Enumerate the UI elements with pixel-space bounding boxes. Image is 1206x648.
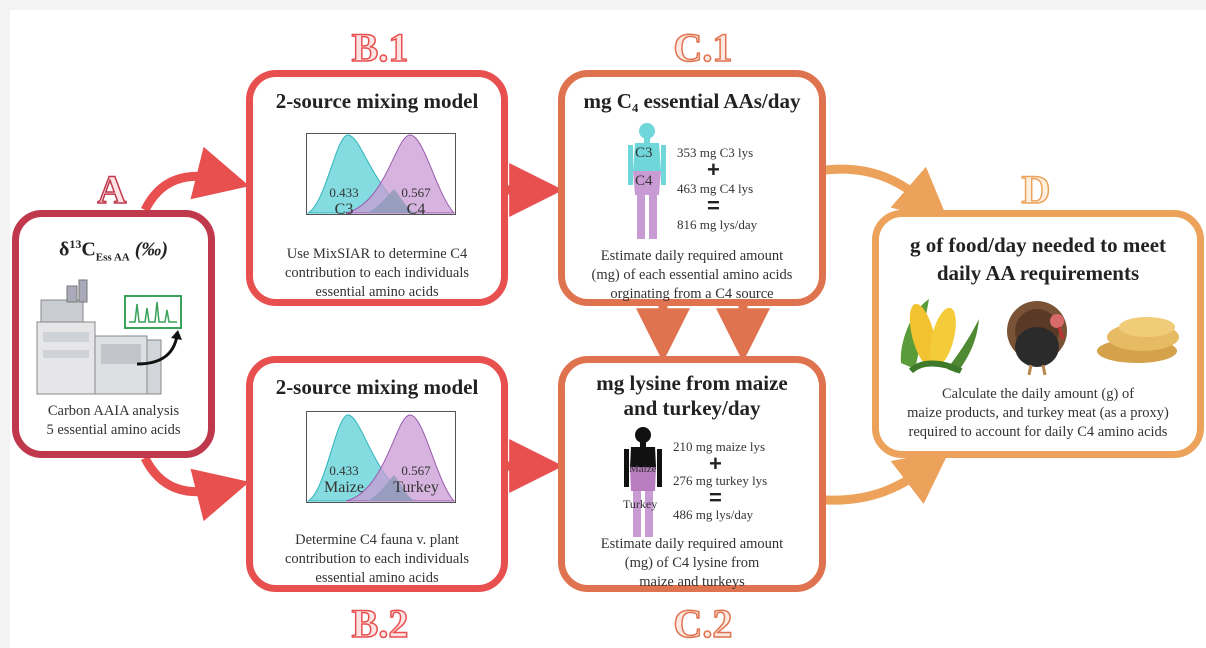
flow-diagram: A B.1 B.2 C.1 C.2 D δ13CEss AA (‰) Carbo… [10, 10, 1206, 648]
panel-c1-text: Estimate daily required amount (mg) of e… [591, 248, 793, 302]
c1-body-label-top: C3 [635, 145, 653, 161]
c2-eq1: 210 mg maize lys [673, 439, 766, 454]
panel-c1-title: mg C₄ essential AAs/day [583, 89, 801, 113]
maize-products-icon [1097, 317, 1179, 363]
food-illustrations [900, 299, 1179, 376]
panel-a: δ13CEss AA (‰) Carbon AAIA analysis 5 es… [12, 210, 215, 458]
arrow-c2-d [824, 449, 951, 505]
label-c1: C.1 [673, 24, 733, 71]
panel-d: g of food/day needed to meet daily AA re… [872, 210, 1204, 458]
label-b1: B.1 [351, 24, 409, 71]
b2-left-label: Maize [324, 479, 364, 496]
mixing-density-plot-maize-turkey [306, 411, 456, 503]
mixing-density-plot-c3-c4 [306, 133, 456, 215]
c2-equals: = [709, 485, 722, 510]
panel-a-text: Carbon AAIA analysis 5 essential amino a… [46, 403, 181, 438]
c1-plus: + [707, 157, 720, 182]
arrow-a-b2 [140, 455, 250, 522]
flow-arrows [140, 146, 951, 522]
panel-c2-text: Estimate daily required amount (mg) of C… [600, 536, 784, 590]
panel-a-title: δ13CEss AA (‰) [58, 237, 169, 264]
c1-eq2: 463 mg C4 lys [677, 181, 754, 196]
b1-right-value: 0.567 [401, 185, 431, 200]
b1-left-value: 0.433 [329, 185, 359, 200]
panel-b2-title: 2-source mixing model [275, 375, 479, 399]
panel-b2-text: Determine C4 fauna v. plant contribution… [284, 532, 470, 586]
b1-left-label: C3 [334, 201, 354, 218]
c2-plus: + [709, 451, 722, 476]
panel-b1-title: 2-source mixing model [275, 89, 479, 113]
panel-c2-title: mg lysine from maize and turkey/day [596, 371, 788, 420]
c2-eq2: 276 mg turkey lys [673, 473, 768, 488]
label-a: A [97, 166, 127, 213]
human-body-icon-maize-turkey [624, 427, 662, 537]
label-c2: C.2 [673, 600, 733, 647]
b2-left-value: 0.433 [329, 463, 359, 478]
c1-equals: = [707, 193, 720, 218]
panel-b2: 2-source mixing model 0.433 Maize 0.567 … [246, 356, 508, 592]
gc-instrument-icon [36, 279, 182, 395]
b1-right-label: C4 [406, 201, 426, 218]
panel-d-title: g of food/day needed to meet daily AA re… [909, 233, 1167, 285]
arrow-c1-d [824, 164, 950, 223]
panel-b1: 2-source mixing model 0.433 C3 0.567 C4 … [246, 70, 508, 306]
c1-eq1: 353 mg C3 lys [677, 145, 754, 160]
c2-body-label-top: Maize [629, 463, 657, 475]
turkey-icon [1007, 301, 1067, 376]
maize-icon [900, 299, 979, 374]
panel-d-text: Calculate the daily amount (g) of maize … [907, 386, 1169, 440]
b2-right-label: Turkey [393, 479, 439, 496]
panel-b1-text: Use MixSIAR to determine C4 contribution… [284, 246, 470, 300]
label-d: D [1021, 166, 1051, 213]
human-body-icon-c3-c4 [628, 123, 666, 239]
c1-body-label-bottom: C4 [635, 173, 653, 189]
panel-c1: mg C₄ essential AAs/day C3 C4 353 mg C3 … [558, 70, 826, 306]
panel-c2: mg lysine from maize and turkey/day Maiz… [558, 356, 826, 592]
arrow-a-b1 [140, 146, 250, 213]
label-b2: B.2 [351, 600, 409, 647]
c2-body-label-bottom: Turkey [623, 497, 658, 511]
c1-eq3: 816 mg lys/day [677, 217, 758, 232]
b2-right-value: 0.567 [401, 463, 431, 478]
c2-eq3: 486 mg lys/day [673, 507, 754, 522]
